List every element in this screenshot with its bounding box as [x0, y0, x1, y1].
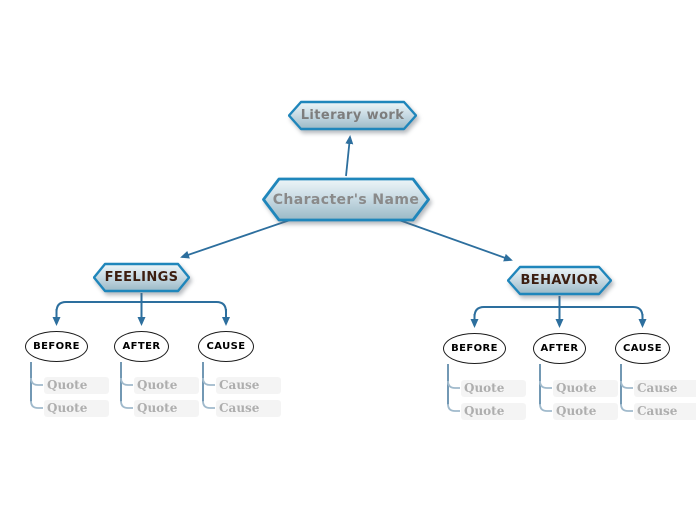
quote-item[interactable]: Quote [134, 377, 200, 394]
node-feelings-cause[interactable]: CAUSE [198, 331, 254, 362]
node-label: Literary work [300, 108, 405, 123]
quote-item[interactable]: Quote [553, 403, 619, 420]
node-literary-work[interactable]: Literary work [288, 100, 417, 131]
node-behavior-cause[interactable]: CAUSE [615, 333, 670, 364]
node-label: Character's Name [272, 191, 420, 208]
node-behavior[interactable]: BEHAVIOR [507, 265, 612, 296]
quote-item[interactable]: Quote [461, 403, 527, 420]
node-feelings-after[interactable]: AFTER [114, 331, 169, 362]
quote-item[interactable]: Quote [553, 380, 619, 397]
hexagon-shape [288, 100, 417, 131]
quote-item[interactable]: Quote [44, 400, 110, 417]
connector-main-to-root [345, 135, 354, 177]
hexagon-shape [507, 265, 612, 296]
node-behavior-after[interactable]: AFTER [533, 333, 586, 364]
cause-item[interactable]: Cause [216, 377, 282, 394]
quote-item[interactable]: Quote [134, 400, 200, 417]
quote-item[interactable]: Quote [44, 377, 110, 394]
node-feelings-before[interactable]: BEFORE [25, 331, 88, 362]
connector-main-to-feelings [180, 218, 294, 259]
connector-feelings-bar [55, 301, 227, 313]
connector-main-to-behavior [398, 219, 513, 262]
hexagon-shape [262, 177, 430, 222]
node-label: BEHAVIOR [520, 273, 599, 288]
node-feelings[interactable]: FEELINGS [93, 262, 190, 293]
quote-connectors [30, 362, 633, 412]
node-label: FEELINGS [104, 270, 179, 285]
quote-item[interactable]: Quote [461, 380, 527, 397]
cause-item[interactable]: Cause [634, 380, 696, 397]
node-behavior-before[interactable]: BEFORE [443, 333, 506, 364]
node-characters-name[interactable]: Character's Name [262, 177, 430, 222]
hexagon-shape [93, 262, 190, 293]
cause-item[interactable]: Cause [216, 400, 282, 417]
connector-behavior-bar [473, 306, 644, 318]
cause-item[interactable]: Cause [634, 403, 696, 420]
